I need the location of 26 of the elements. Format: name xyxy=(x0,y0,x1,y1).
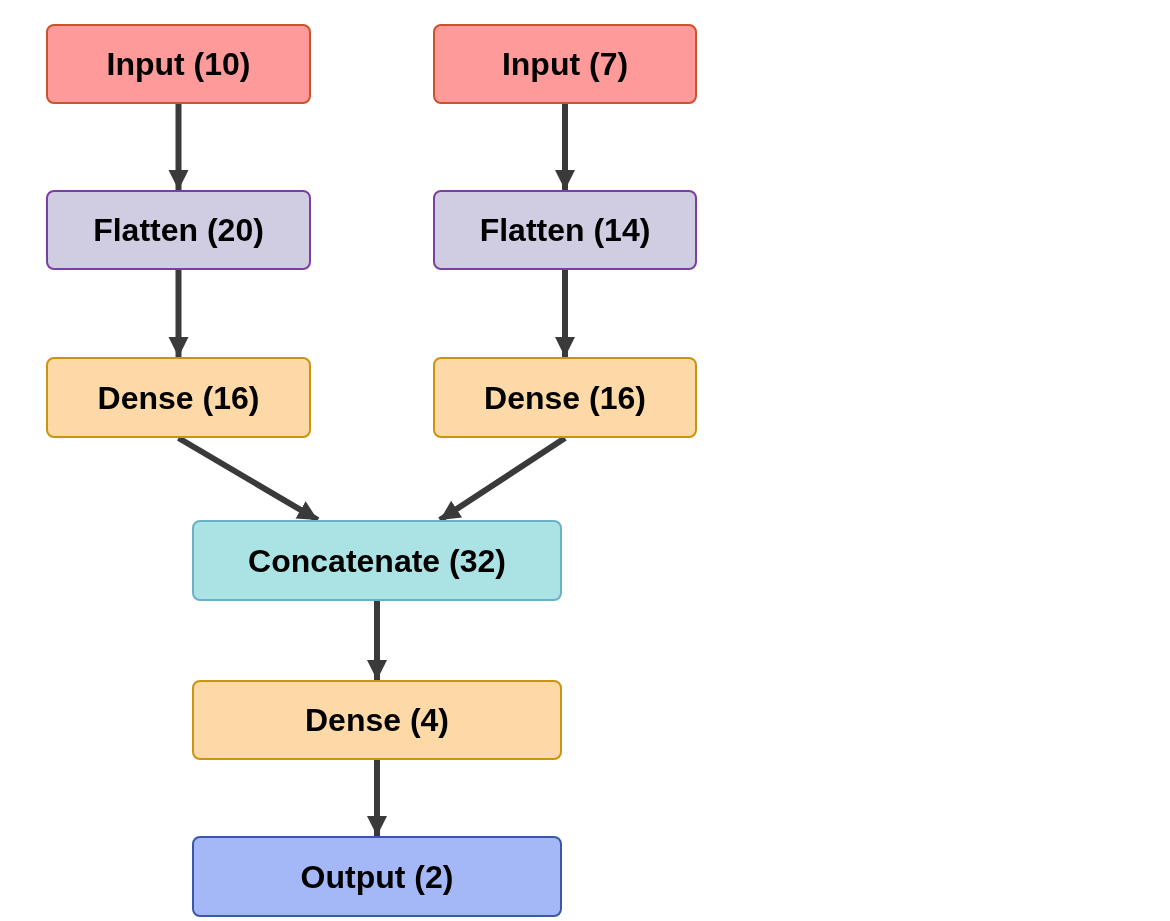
layer-label: Output (2) xyxy=(300,857,454,897)
arrow xyxy=(176,435,320,523)
arrow xyxy=(367,601,387,680)
arrow xyxy=(438,435,567,523)
layer-label: Input (7) xyxy=(501,45,629,84)
layer-label: Dense (16) xyxy=(484,378,646,418)
output-layer-box xyxy=(192,836,562,917)
flatten-layer-box xyxy=(433,190,697,270)
arrow xyxy=(168,104,189,190)
arrow xyxy=(555,104,575,190)
dense-layer-box xyxy=(46,357,311,438)
dense-layer-box xyxy=(192,680,562,760)
layer-label: Dense (4) xyxy=(304,701,449,740)
layer-label: Concatenate (32) xyxy=(248,541,506,581)
layer-label: Flatten (14) xyxy=(479,211,651,250)
arrow xyxy=(367,760,387,836)
dense-layer-box xyxy=(433,357,697,438)
arrow xyxy=(168,270,189,357)
layer-label: Dense (16) xyxy=(97,378,260,418)
layer-label: Flatten (20) xyxy=(93,211,264,250)
layer-label: Input (10) xyxy=(106,45,251,84)
input-layer-box xyxy=(433,24,697,104)
flatten-layer-box xyxy=(46,190,311,270)
concatenate-layer-box xyxy=(192,520,562,601)
arrow xyxy=(555,270,575,357)
input-layer-box xyxy=(46,24,311,104)
